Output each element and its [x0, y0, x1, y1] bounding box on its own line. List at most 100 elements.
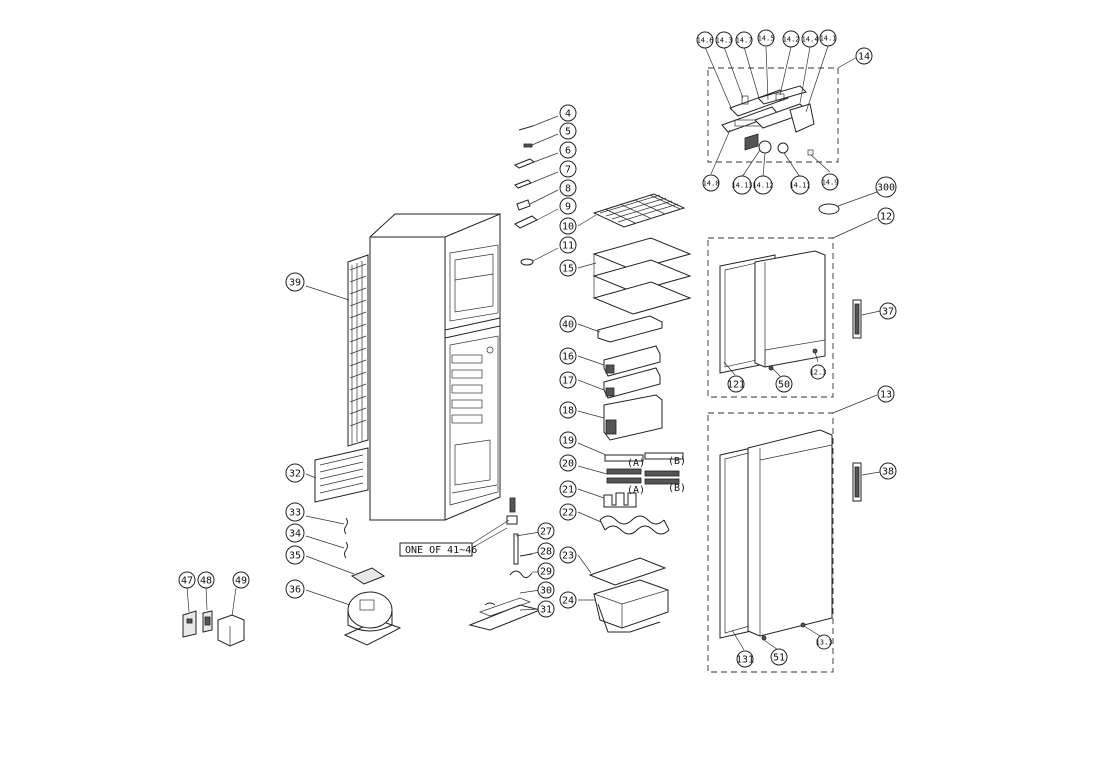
balloon-47: 47 — [178, 571, 196, 589]
balloon-circle — [559, 141, 577, 159]
balloon-label: 14.12 — [752, 182, 773, 190]
balloon-label: 15 — [562, 264, 574, 275]
balloon-circle — [775, 375, 793, 393]
balloon-49: 49 — [232, 571, 250, 589]
balloon-label: 51 — [773, 653, 785, 664]
balloon-31: 31 — [537, 600, 555, 618]
heater-tube — [513, 533, 519, 565]
balloon-14-2: 14.2 — [782, 30, 800, 48]
balloon-label: 12.3 — [810, 369, 827, 377]
balloon-label: 17 — [562, 376, 574, 387]
balloon-label: 27 — [540, 527, 552, 538]
balloon-circle — [559, 503, 577, 521]
balloon-121: 121 — [727, 375, 745, 393]
balloon-34: 34 — [285, 523, 305, 543]
balloon-19: 19 — [559, 431, 577, 449]
balloon-24: 24 — [559, 591, 577, 609]
balloon-14-5: 14.5 — [757, 29, 775, 47]
variant-a-19: (A) — [627, 458, 645, 469]
balloon-20: 20 — [559, 454, 577, 472]
balloon-label: 20 — [562, 459, 574, 470]
balloon-circle — [559, 431, 577, 449]
balloon-label: 21 — [562, 485, 574, 496]
balloon-circle — [801, 30, 819, 48]
balloon-circle — [559, 480, 577, 498]
balloon-circle — [559, 371, 577, 389]
balloon-37: 37 — [879, 302, 897, 320]
relay-parts — [182, 610, 245, 647]
balloon-300: 300 — [875, 176, 897, 198]
balloon-40: 40 — [559, 315, 577, 333]
thermostat-part — [506, 497, 518, 525]
balloon-label: 24 — [562, 596, 574, 607]
balloon-circle — [537, 600, 555, 618]
variant-b-19: (B) — [668, 456, 686, 467]
balloon-label: 5 — [565, 127, 571, 138]
balloon-label: 29 — [540, 567, 552, 578]
balloon-39: 39 — [285, 272, 305, 292]
balloon-label: 39 — [289, 278, 301, 289]
balloon-label: 4 — [565, 109, 571, 120]
balloon-circle — [285, 579, 305, 599]
balloon-circle — [285, 463, 305, 483]
balloon-14-1: 14.1 — [819, 29, 837, 47]
rubber-pad — [350, 567, 386, 585]
balloon-circle — [178, 571, 196, 589]
balloon-circle — [736, 650, 754, 668]
balloon-label: 36 — [289, 585, 301, 596]
balloon-circle — [727, 375, 745, 393]
balloon-label: 23 — [562, 551, 574, 562]
balloon-circle — [197, 571, 215, 589]
balloon-23: 23 — [559, 546, 577, 564]
balloon-29: 29 — [537, 562, 555, 580]
balloon-label: 14.9 — [822, 179, 839, 187]
balloon-38: 38 — [879, 462, 897, 480]
balloon-circle — [232, 571, 250, 589]
balloon-35: 35 — [285, 545, 305, 565]
balloon-circle — [537, 542, 555, 560]
balloon-label: 14.13 — [731, 182, 752, 190]
balloon-label: 7 — [565, 165, 571, 176]
balloon-123: 12.3 — [810, 364, 827, 380]
balloon-label: 35 — [289, 551, 301, 562]
balloon-circle — [770, 648, 788, 666]
balloon-133: 13.3 — [816, 634, 832, 650]
balloon-circle — [285, 545, 305, 565]
balloon-circle — [875, 176, 897, 198]
balloon-label: 28 — [540, 547, 552, 558]
refrigerator-cabinet — [369, 213, 501, 521]
balloon-label: 14 — [858, 52, 870, 63]
balloon-label: 10 — [562, 222, 574, 233]
balloon-circle — [559, 401, 577, 419]
balloon-label: 11 — [562, 241, 574, 252]
balloon-label: 33 — [289, 508, 301, 519]
balloon-label: 47 — [181, 576, 193, 587]
balloon-label: 14.2 — [783, 36, 800, 44]
balloon-label: 131 — [736, 655, 754, 666]
balloon-circle — [559, 315, 577, 333]
drip-tray — [468, 604, 542, 631]
crisper-cover — [588, 557, 667, 586]
balloon-33: 33 — [285, 502, 305, 522]
balloon-17: 17 — [559, 371, 577, 389]
balloon-circle — [821, 173, 839, 191]
balloon-label: 50 — [778, 380, 790, 391]
balloon-14-8: 14.8 — [702, 174, 720, 192]
balloon-label: 14.4 — [802, 36, 819, 44]
balloon-circle — [559, 236, 577, 254]
balloon-circle — [702, 174, 720, 192]
crisper-box — [592, 579, 670, 633]
balloon-circle — [559, 179, 577, 197]
balloon-circle — [877, 207, 895, 225]
balloon-circle — [732, 175, 752, 195]
balloon-circle — [735, 31, 753, 49]
fridge-door — [719, 429, 833, 639]
balloon-circle — [753, 175, 773, 195]
condenser-grid — [347, 254, 369, 447]
balloon-circle — [877, 385, 895, 403]
balloon-circle — [559, 122, 577, 140]
variant-b-20: (B) — [668, 483, 686, 494]
balloon-4: 4 — [559, 104, 577, 122]
balloon-15: 15 — [559, 259, 577, 277]
